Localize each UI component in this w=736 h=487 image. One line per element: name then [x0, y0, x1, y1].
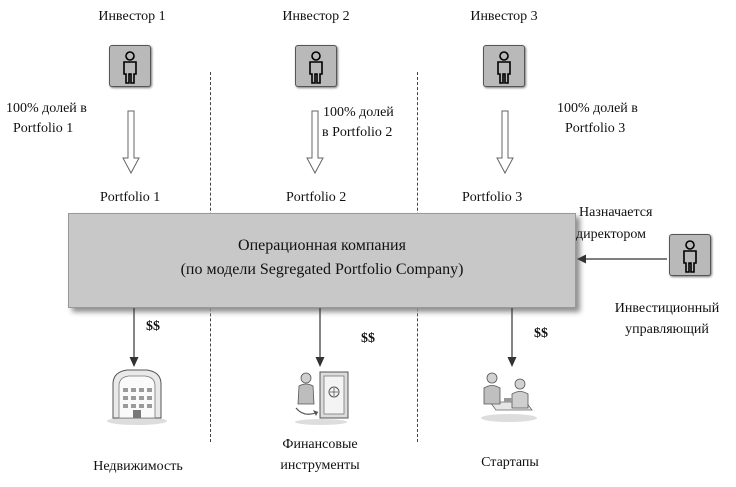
portfolio-1-label: Portfolio 1 [100, 190, 161, 205]
company-line-1: Операционная компания [238, 237, 406, 254]
manager-label-line-2: управляющий [625, 322, 709, 337]
investor-3-share-line2: Portfolio 3 [565, 121, 626, 136]
money-label-1: $$ [146, 319, 160, 334]
meeting-icon [481, 372, 537, 422]
money-label-3: $$ [534, 326, 548, 341]
investor-3-arrow [496, 110, 514, 175]
money-label-2: $$ [361, 331, 375, 346]
portfolio-3-label: Portfolio 3 [462, 190, 523, 205]
investor-2-share-line2: в Portfolio 2 [322, 125, 393, 140]
manager-label-line-1: Инвестиционный [614, 301, 720, 316]
investor-1-arrow [122, 110, 140, 175]
manager-arrow [577, 254, 667, 264]
asset-2-label-line-2: инструменты [280, 458, 360, 473]
appoint-line-2: директором [576, 227, 646, 242]
investor-1-share-line1: 100% долей в [6, 101, 87, 116]
investor-2-arrow [306, 110, 324, 175]
manager-person-icon [669, 234, 711, 276]
appoint-line-1: Назначается [579, 205, 653, 220]
investor-2-share-line1: 100% долей [323, 105, 394, 120]
investor-2-title: Инвестор 2 [282, 9, 350, 24]
investor-2-person-icon [295, 45, 337, 87]
asset-1-label: Недвижимость [93, 459, 183, 474]
money-arrow-3 [507, 308, 517, 367]
investor-1-share-line2: Portfolio 1 [13, 121, 74, 136]
asset-3-label: Стартапы [481, 455, 539, 470]
operating-company-box: Операционная компания (по модели Segrega… [68, 213, 576, 308]
investor-3-person-icon [483, 45, 525, 87]
company-line-2: (по модели Segregated Portfolio Company) [180, 261, 464, 278]
investor-1-title: Инвестор 1 [98, 9, 166, 24]
portfolio-2-label: Portfolio 2 [286, 190, 347, 205]
investor-3-share-line1: 100% долей в [557, 101, 638, 116]
money-arrow-2 [315, 308, 325, 367]
safe-icon [295, 371, 349, 425]
investor-3-title: Инвестор 3 [470, 9, 538, 24]
building-icon [107, 369, 167, 425]
money-arrow-1 [129, 308, 139, 367]
asset-2-label-line-1: Финансовые [282, 437, 358, 452]
investor-1-person-icon [109, 45, 151, 87]
